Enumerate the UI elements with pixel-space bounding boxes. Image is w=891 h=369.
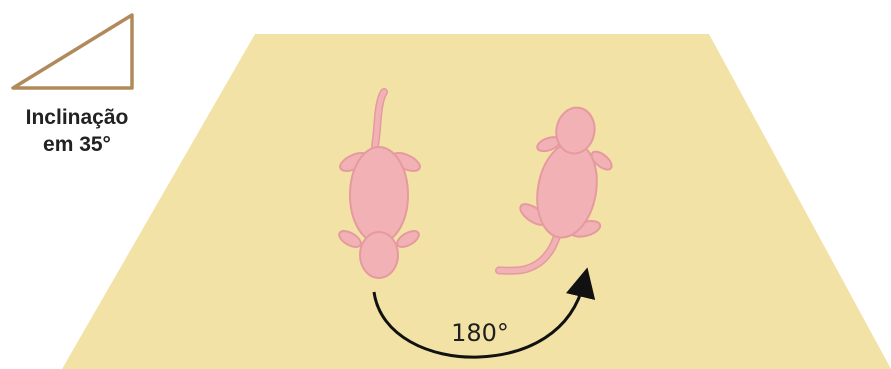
mouse-head [360, 232, 398, 278]
rotation-angle-label: 180° [451, 319, 509, 347]
mouse-body [350, 147, 408, 243]
incline-triangle-icon [13, 15, 132, 88]
incline-label-line2: em 35° [4, 131, 150, 158]
incline-label-line1: Inclinação [4, 104, 150, 131]
incline-label: Inclinação em 35° [4, 104, 150, 158]
